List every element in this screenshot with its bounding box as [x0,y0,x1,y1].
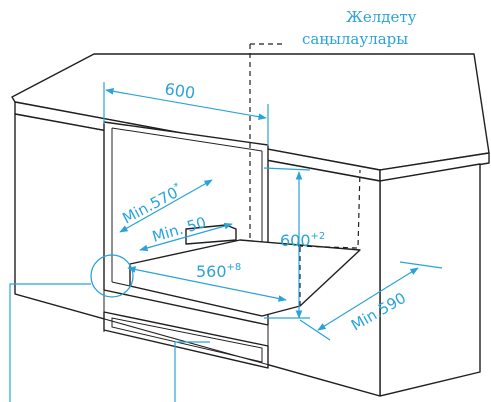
dim-line-width [105,87,267,121]
plinth-inner [111,317,263,363]
hidden-rear-outline [297,169,361,249]
dim-floor-label: 560+8 [196,262,241,281]
dim-ext-min590-back [399,261,443,269]
countertop-side [379,152,490,182]
dim-line-min590 [317,267,419,331]
vent-label-line2: саңылаулары [302,30,408,48]
dim-line-floor [127,266,287,302]
dim-ext-min590-front [299,319,331,341]
cabinet-side-panel [379,163,481,397]
vent-label-line1: Желдету [346,8,417,26]
dim-line-min570 [119,179,213,233]
dim-height-label: 600+2 [280,231,325,250]
vent-leader-left [9,283,91,402]
vent-leader-bottom [174,341,210,402]
dim-ext-height-top [263,167,311,171]
niche-floor-left-edge [111,281,131,287]
base-line [14,293,381,397]
dim-width-label: 600 [163,79,196,103]
niche-inner-top [111,127,263,152]
dim-line-min50 [139,222,233,252]
